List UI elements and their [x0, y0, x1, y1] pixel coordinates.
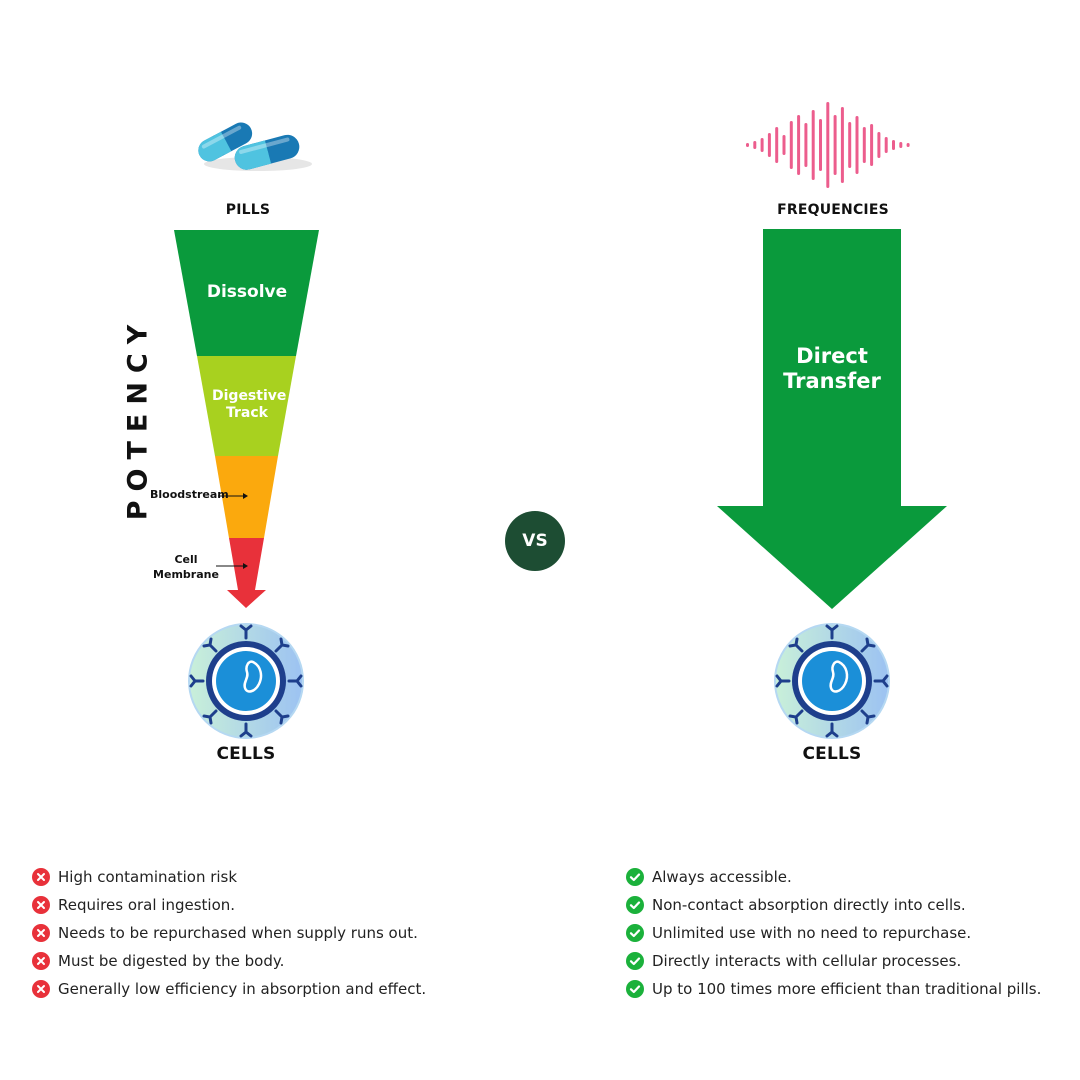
con-text: Requires oral ingestion.: [58, 896, 236, 914]
wave-bar: [870, 124, 874, 166]
cell-icon-left: [188, 623, 304, 739]
list-item: Unlimited use with no need to repurchase…: [626, 919, 1066, 947]
frequencies-label: FREQUENCIES: [777, 202, 889, 218]
pro-text: Non-contact absorption directly into cel…: [652, 896, 966, 914]
pro-text: Always accessible.: [652, 868, 792, 886]
stage-label-digestive: Digestive Track: [212, 388, 287, 421]
x-circle-icon: [32, 924, 50, 942]
wave-bar: [906, 143, 910, 147]
wave-bar: [899, 142, 903, 148]
pills-label: PILLS: [225, 202, 271, 218]
wave-bar: [746, 143, 749, 147]
pro-text: Up to 100 times more efficient than trad…: [652, 980, 1042, 998]
wave-bar: [782, 135, 786, 155]
con-text: High contamination risk: [58, 868, 238, 886]
check-circle-icon: [626, 868, 644, 886]
check-circle-icon: [626, 924, 644, 942]
wave-bar: [811, 110, 815, 180]
wave-bar: [789, 121, 793, 169]
list-item: Requires oral ingestion.: [32, 891, 502, 919]
wave-bar: [804, 123, 808, 167]
x-circle-icon: [32, 896, 50, 914]
x-circle-icon: [32, 868, 50, 886]
cons-list: High contamination risk Requires oral in…: [32, 863, 502, 1003]
list-item: Needs to be repurchased when supply runs…: [32, 919, 502, 947]
wave-bar: [892, 140, 895, 150]
check-circle-icon: [626, 896, 644, 914]
x-circle-icon: [32, 980, 50, 998]
wave-bar: [753, 141, 757, 149]
x-circle-icon: [32, 952, 50, 970]
wave-bar: [819, 119, 822, 171]
wave-bar: [760, 138, 764, 152]
wave-bar: [884, 137, 888, 153]
wave-bar: [848, 122, 852, 168]
con-text: Needs to be repurchased when supply runs…: [58, 924, 418, 942]
wave-bar: [833, 115, 837, 175]
list-item: Always accessible.: [626, 863, 1066, 891]
wave-bar: [826, 102, 830, 188]
sound-wave-icon: [746, 102, 910, 188]
cells-label-right: CELLS: [802, 744, 862, 764]
pros-list: Always accessible. Non-contact absorptio…: [626, 863, 1066, 1003]
list-item: High contamination risk: [32, 863, 502, 891]
stage-label-dissolve: Dissolve: [206, 282, 288, 302]
wave-bar: [797, 115, 801, 175]
wave-bar: [775, 127, 779, 163]
list-item: Generally low efficiency in absorption a…: [32, 975, 502, 1003]
wave-bar: [862, 127, 866, 163]
check-circle-icon: [626, 952, 644, 970]
pro-text: Unlimited use with no need to repurchase…: [652, 924, 972, 942]
vs-badge: VS: [505, 511, 565, 571]
con-text: Must be digested by the body.: [58, 952, 285, 970]
cells-label-left: CELLS: [216, 744, 276, 764]
funnel-stage-cell-membrane: [227, 538, 266, 608]
list-item: Up to 100 times more efficient than trad…: [626, 975, 1066, 1003]
pro-text: Directly interacts with cellular process…: [652, 952, 962, 970]
direct-transfer-label: Direct Transfer: [783, 344, 881, 394]
cell-icon-right: [774, 623, 890, 739]
check-circle-icon: [626, 980, 644, 998]
list-item: Directly interacts with cellular process…: [626, 947, 1066, 975]
list-item: Must be digested by the body.: [32, 947, 502, 975]
wave-bar: [877, 132, 881, 158]
note-bloodstream: Bloodstream: [150, 488, 229, 501]
con-text: Generally low efficiency in absorption a…: [58, 980, 427, 998]
direct-transfer-arrow: [717, 229, 947, 609]
potency-axis-label: POTENCY: [122, 315, 154, 521]
wave-bar: [767, 133, 771, 157]
pills-image: [198, 122, 312, 171]
note-cell-membrane: Cell Membrane: [153, 553, 219, 581]
wave-bar: [855, 116, 859, 174]
wave-bar: [840, 107, 844, 183]
list-item: Non-contact absorption directly into cel…: [626, 891, 1066, 919]
